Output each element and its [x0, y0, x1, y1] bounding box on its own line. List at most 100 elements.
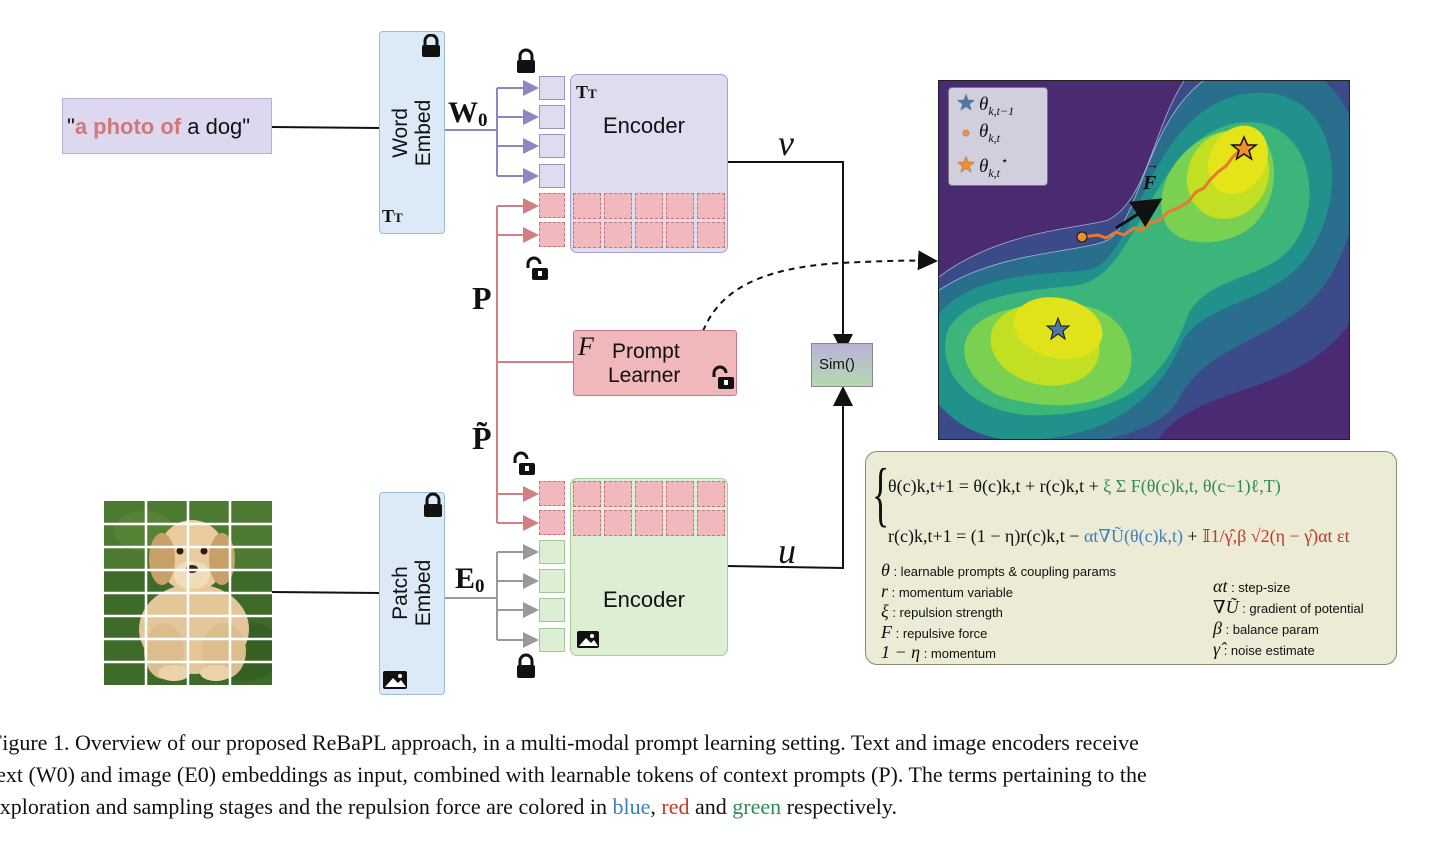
- orange-star-icon: ★: [956, 152, 976, 177]
- prompt-tilde-symbol: P̃: [472, 420, 492, 456]
- caption-line3-b: ,: [650, 794, 662, 819]
- image-token: [539, 569, 565, 593]
- text-token: [539, 134, 565, 158]
- symbol-legend-entry: θ : learnable prompts & coupling params: [881, 560, 1116, 581]
- prompt-token: [666, 510, 694, 536]
- patch-embed-label: Patch Embed: [389, 533, 435, 653]
- symbol-legend-entry: 1 − η : momentum: [881, 642, 996, 663]
- symbol-legend-entry: αt : step-size: [1213, 576, 1290, 597]
- force-arrow: [1115, 198, 1163, 230]
- prompt-token: [573, 222, 601, 248]
- image-token: [539, 598, 565, 622]
- prompt-token: [666, 193, 694, 219]
- symbol: F: [881, 621, 892, 642]
- landscape-legend: [948, 87, 1048, 186]
- symbol-legend-entry: r : momentum variable: [881, 581, 1013, 602]
- lock-icon: [422, 34, 440, 57]
- prompt-token: [539, 193, 565, 218]
- symbol-description: : repulsive force: [892, 625, 988, 641]
- prompt-highlight: a photo of: [74, 114, 182, 139]
- legend-entry: ★θk,t−1: [953, 90, 1014, 119]
- prompt-token: [604, 193, 632, 219]
- blue-star-icon: ★: [956, 90, 976, 115]
- text-encoder-label: Encoder: [603, 113, 685, 138]
- quote-to-embed-line: [271, 126, 381, 129]
- learner-to-landscape-arrow: [702, 250, 938, 332]
- symbol: r: [881, 580, 889, 601]
- caption-line3-c: and: [689, 794, 733, 819]
- symbol: θ: [881, 560, 890, 580]
- symbol: αt: [1213, 576, 1228, 596]
- cases-brace: {: [872, 454, 890, 534]
- image-token-arrows: [443, 544, 539, 648]
- eq2-noise-term: 𝕀1/γ̂,β √2(η − γ̂)αt εt: [1202, 526, 1350, 546]
- star-orange-marker: [1229, 135, 1259, 161]
- star-blue-marker: [1045, 316, 1071, 341]
- symbol: 1 − η: [881, 642, 921, 662]
- symbol-description: : momentum variable: [888, 584, 1014, 600]
- prompt-token: [573, 510, 601, 536]
- prompt-learner-line1: Prompt: [612, 340, 680, 363]
- unlock-icon: [513, 451, 535, 475]
- orange-dot-icon: ●: [961, 124, 971, 140]
- prompt-learner-symbol: F: [578, 332, 594, 361]
- prompt-symbol: P: [472, 280, 492, 316]
- symbol-description: : momentum: [920, 646, 996, 661]
- symbol-legend-entry: ξ : repulsion strength: [881, 601, 1003, 622]
- image-encoder-box: [570, 478, 728, 656]
- symbol-legend-entry: ∇Ũ : gradient of potential: [1213, 597, 1364, 618]
- symbol-description: : repulsion strength: [888, 605, 1003, 620]
- caption-green-word: green: [732, 794, 782, 819]
- prompt-learner-box: [573, 330, 737, 396]
- prompt-token: [666, 222, 694, 248]
- legend-label: θk,t: [979, 121, 1001, 145]
- w0-subscript: 0: [478, 110, 488, 132]
- image-type-icon: [383, 671, 407, 689]
- eq2-gradient-term: αt∇Ũ(θ(c)k,t): [1083, 526, 1184, 546]
- symbol-legend-entry: F : repulsive force: [881, 622, 987, 643]
- equation-1: θ(c)k,t+1 = θ(c)k,t + r(c)k,t + ξ Σ F(θ(…: [888, 476, 1281, 497]
- sim-box: [811, 343, 873, 387]
- prompt-token: [573, 481, 601, 507]
- w0-label: W0: [448, 96, 488, 132]
- image-type-icon: [577, 631, 599, 648]
- symbol-description: : balance param: [1221, 622, 1319, 637]
- image-token: [539, 540, 565, 564]
- equation-2: r(c)k,t+1 = (1 − η)r(c)k,t − αt∇Ũ(θ(c)k,…: [888, 526, 1350, 547]
- legend-subscript: k,t: [988, 130, 1001, 145]
- prompt-token: [666, 481, 694, 507]
- word-embed-label: Word Embed: [389, 73, 435, 193]
- caption-line3-d: respectively.: [781, 794, 897, 819]
- text-token-arrows: [443, 80, 539, 184]
- equation-panel: [865, 451, 1397, 665]
- legend-entry: ★θk,t⋆: [953, 152, 1007, 181]
- symbol-description: : noise estimate: [1220, 643, 1315, 658]
- eq1-repulsion-term: ξ Σ F(θ(c)k,t, θ(c−1)ℓ,T): [1103, 476, 1281, 496]
- sim-label: Sim(): [819, 356, 855, 373]
- prompt-token: [604, 510, 632, 536]
- word-embed-line2: Embed: [412, 99, 435, 167]
- prompt-token: [539, 222, 565, 247]
- legend-label: θk,t−1: [979, 94, 1015, 118]
- prompt-token: [635, 222, 663, 248]
- symbol: ∇Ũ: [1213, 597, 1239, 617]
- force-label: →F: [1143, 158, 1159, 194]
- image-encoder-label: Encoder: [603, 587, 685, 612]
- image-output-symbol: u: [778, 531, 796, 571]
- text-output-symbol: v: [778, 123, 794, 163]
- patch-embed-box: [379, 492, 445, 695]
- text-token: [539, 76, 565, 100]
- prompt-token: [635, 193, 663, 219]
- e0-symbol: E: [455, 562, 476, 595]
- e0-subscript: 0: [475, 576, 485, 598]
- caption-line-2: text (W0) and image (E0) embeddings as i…: [0, 762, 1147, 787]
- text-type-icon: TT: [382, 206, 403, 226]
- symbol: γ̂: [1213, 639, 1221, 659]
- legend-subscript: k,t: [988, 165, 1001, 180]
- lock-icon: [517, 653, 535, 678]
- lock-icon: [517, 48, 535, 73]
- eq2-lhs: r(c)k,t+1 = (1 − η)r(c)k,t −: [888, 526, 1084, 546]
- prompt-learner-line2: Learner: [608, 364, 681, 387]
- text-token: [539, 105, 565, 129]
- prompt-token: [539, 510, 565, 535]
